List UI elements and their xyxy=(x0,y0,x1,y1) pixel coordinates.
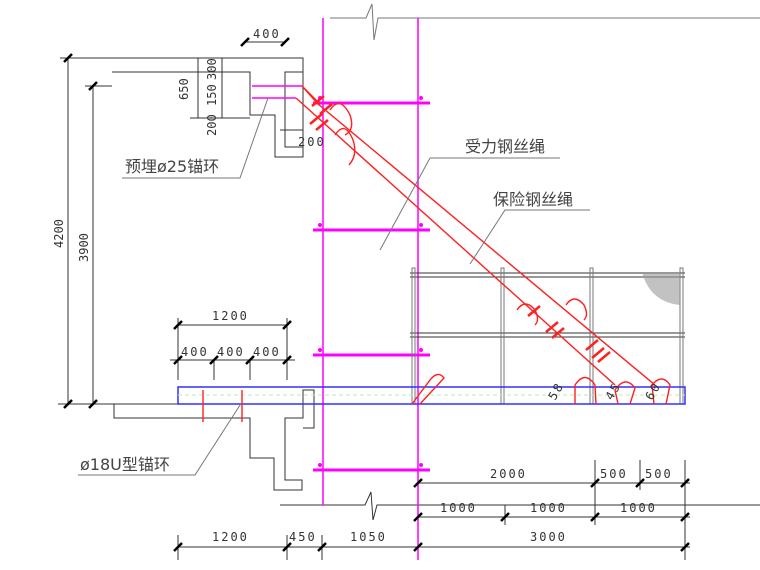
main-wire-rope xyxy=(301,85,656,386)
dim-text: 200 xyxy=(298,135,326,149)
dim-text: 3900 xyxy=(77,233,91,262)
dim-text: 650 xyxy=(177,78,191,100)
dim-text: 200 xyxy=(205,114,219,136)
label-u-anchor: ø18U型锚环 xyxy=(80,455,170,474)
lower-floor-slab xyxy=(58,389,315,491)
dim-text: 300 xyxy=(205,58,219,80)
dim-text: 500 xyxy=(600,467,628,481)
leader-main-rope xyxy=(379,157,560,251)
dim-text: 400 xyxy=(253,345,281,359)
dim-text: 400 xyxy=(181,345,209,359)
dimension-lines xyxy=(60,41,690,560)
safety-wire-rope xyxy=(295,97,616,386)
leader-u-anchor xyxy=(78,401,243,476)
label-embedded-anchor: 预埋ø25锚环 xyxy=(125,157,219,176)
dim-text: 400 xyxy=(253,27,281,41)
ledger-beams xyxy=(313,96,430,472)
rope-clips xyxy=(309,95,611,363)
leader-safety-rope xyxy=(469,209,590,265)
leader-embedded-anchor xyxy=(122,97,269,179)
dimension-ticks xyxy=(63,37,690,552)
bottom-break-line xyxy=(280,491,760,521)
angle-label: 60 xyxy=(642,380,663,403)
dim-text: 1200 xyxy=(212,309,249,323)
scaffold-frame xyxy=(410,267,685,405)
dim-text: 150 xyxy=(205,84,219,106)
dim-text: 450 xyxy=(289,530,317,544)
building-columns xyxy=(322,18,419,560)
section-hatch xyxy=(642,272,680,305)
dim-text: 1000 xyxy=(620,501,657,515)
label-main-rope: 受力钢丝绳 xyxy=(465,137,545,156)
top-break-line xyxy=(330,3,760,41)
dim-text: 1000 xyxy=(440,501,477,515)
dim-text: 2000 xyxy=(490,467,527,481)
dim-text: 500 xyxy=(645,467,673,481)
dim-text: 3000 xyxy=(530,530,567,544)
angle-label: 58 xyxy=(545,380,566,403)
label-safety-rope: 保险钢丝绳 xyxy=(493,190,573,209)
dim-text: 1050 xyxy=(350,530,387,544)
dim-text: 4200 xyxy=(52,219,66,248)
dim-text: 1000 xyxy=(530,501,567,515)
dim-text: 1200 xyxy=(212,530,249,544)
platform-anchor-rings xyxy=(411,373,671,405)
dim-text: 400 xyxy=(217,345,245,359)
